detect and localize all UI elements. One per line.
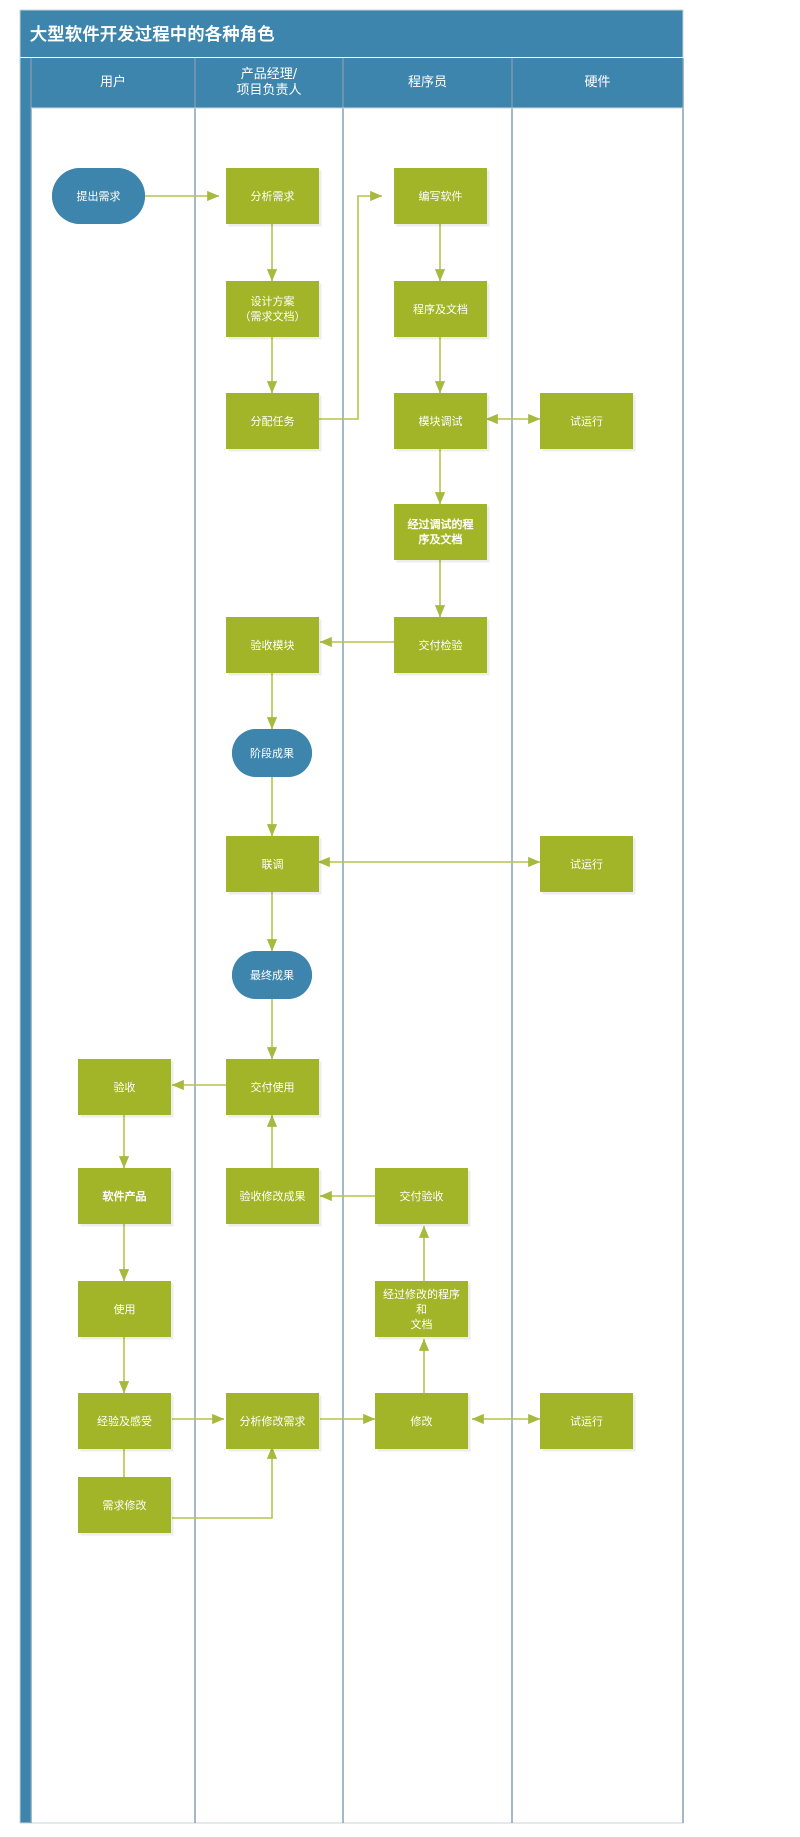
node-joint-debug-label: 联调 bbox=[261, 857, 284, 871]
node-software-product-label: 软件产品 bbox=[102, 1189, 147, 1203]
node-deliver-for-use-label: 交付使用 bbox=[250, 1080, 295, 1094]
node-module-debug[interactable]: 模块调试 bbox=[394, 393, 487, 449]
node-write-software[interactable]: 编写软件 bbox=[394, 168, 487, 224]
lane-spine bbox=[20, 58, 31, 1823]
node-deliver-inspection[interactable]: 交付检验 bbox=[394, 617, 487, 673]
node-accept-module-label: 验收模块 bbox=[250, 638, 295, 652]
node-propose-requirement[interactable]: 提出需求 bbox=[52, 168, 145, 224]
edge-n27-n24 bbox=[172, 1446, 278, 1519]
node-deliver-inspection-label: 交付检验 bbox=[418, 638, 463, 652]
diagram-title-bar bbox=[20, 10, 683, 57]
node-analyze-requirement-label: 分析需求 bbox=[250, 189, 295, 203]
connector-layer bbox=[118, 190, 541, 1519]
node-requirement-change-label: 需求修改 bbox=[102, 1498, 147, 1512]
node-analyze-change-request-label: 分析修改需求 bbox=[239, 1414, 306, 1428]
lane-body bbox=[31, 108, 683, 1823]
node-assign-tasks[interactable]: 分配任务 bbox=[226, 393, 319, 449]
node-deliver-acceptance-label: 交付验收 bbox=[399, 1189, 444, 1203]
node-modified-program-docs[interactable]: 经过修改的程序和 文档 bbox=[375, 1281, 468, 1337]
node-trial-run-1-label: 试运行 bbox=[570, 414, 603, 428]
lane-header-band bbox=[20, 58, 683, 108]
node-program-and-docs[interactable]: 程序及文档 bbox=[394, 281, 487, 337]
node-propose-requirement-label: 提出需求 bbox=[76, 189, 121, 203]
node-joint-debug[interactable]: 联调 bbox=[226, 836, 319, 892]
node-analyze-change-request[interactable]: 分析修改需求 bbox=[226, 1393, 319, 1449]
node-accept-modified-result-label: 验收修改成果 bbox=[239, 1189, 306, 1203]
node-modified-program-docs-label: 经过修改的程序和 bbox=[383, 1287, 460, 1316]
node-acceptance-label: 验收 bbox=[113, 1080, 136, 1094]
node-use[interactable]: 使用 bbox=[78, 1281, 171, 1337]
node-assign-tasks-label: 分配任务 bbox=[250, 414, 295, 428]
page-title: 大型软件开发过程中的各种角色 bbox=[30, 25, 275, 45]
node-debugged-program-docs[interactable]: 经过调试的程 序及文档 bbox=[394, 504, 487, 560]
node-write-software-label: 编写软件 bbox=[418, 189, 463, 203]
node-design-plan[interactable]: 设计方案 （需求文档） bbox=[226, 281, 319, 337]
node-software-product[interactable]: 软件产品 bbox=[78, 1168, 171, 1224]
node-analyze-requirement[interactable]: 分析需求 bbox=[226, 168, 319, 224]
node-accept-module[interactable]: 验收模块 bbox=[226, 617, 319, 673]
node-program-and-docs-label: 程序及文档 bbox=[413, 302, 468, 316]
node-experience-feedback[interactable]: 经验及感受 bbox=[78, 1393, 171, 1449]
node-deliver-acceptance[interactable]: 交付验收 bbox=[375, 1168, 468, 1224]
node-use-label: 使用 bbox=[113, 1302, 136, 1316]
node-trial-run-3[interactable]: 试运行 bbox=[540, 1393, 633, 1449]
node-modified-program-docs-label2: 文档 bbox=[410, 1317, 433, 1331]
node-deliver-for-use[interactable]: 交付使用 bbox=[226, 1059, 319, 1115]
node-modify[interactable]: 修改 bbox=[375, 1393, 468, 1449]
node-experience-feedback-label: 经验及感受 bbox=[97, 1414, 152, 1428]
node-final-result[interactable]: 最终成果 bbox=[232, 951, 312, 999]
node-requirement-change[interactable]: 需求修改 bbox=[78, 1477, 171, 1533]
node-design-plan-label2: （需求文档） bbox=[239, 310, 306, 323]
node-module-debug-label: 模块调试 bbox=[418, 414, 463, 428]
node-accept-modified-result[interactable]: 验收修改成果 bbox=[226, 1168, 319, 1224]
node-trial-run-2-label: 试运行 bbox=[570, 857, 603, 871]
node-debugged-program-docs-label2: 序及文档 bbox=[418, 533, 463, 546]
node-stage-result[interactable]: 阶段成果 bbox=[232, 729, 312, 777]
node-final-result-label: 最终成果 bbox=[250, 968, 294, 982]
edge-n04-n05 bbox=[317, 190, 383, 420]
node-trial-run-3-label: 试运行 bbox=[570, 1414, 603, 1428]
node-debugged-program-docs-label: 经过调试的程 bbox=[407, 518, 474, 531]
node-trial-run-2[interactable]: 试运行 bbox=[540, 836, 633, 892]
node-acceptance[interactable]: 验收 bbox=[78, 1059, 171, 1115]
node-modify-label: 修改 bbox=[410, 1414, 433, 1428]
node-design-plan-label: 设计方案 bbox=[250, 295, 295, 308]
node-trial-run-1[interactable]: 试运行 bbox=[540, 393, 633, 449]
node-stage-result-label: 阶段成果 bbox=[250, 746, 294, 760]
